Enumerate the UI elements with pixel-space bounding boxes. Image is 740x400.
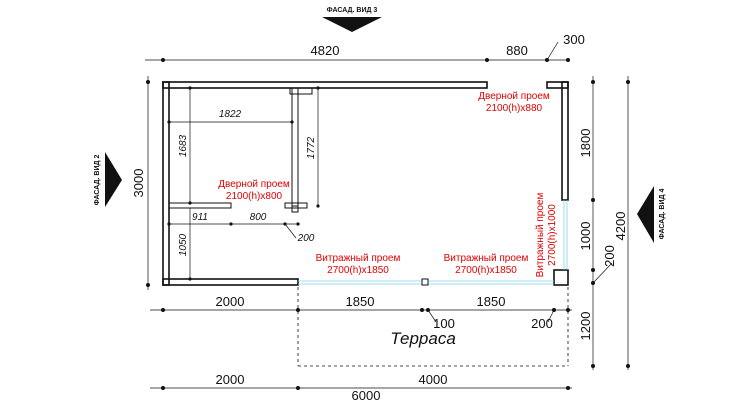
dim-lower-height: 1050 — [178, 233, 189, 256]
door-inner-title: Дверной проем — [218, 179, 290, 190]
window-side-size: 2700(h)x1000 — [547, 204, 558, 266]
window-2-title: Витражный проем — [444, 253, 529, 264]
dim-overall-b: 4000 — [419, 372, 448, 387]
dimension-chain-bottom: 2000 1850 1850 100 200 — [150, 294, 572, 331]
facade-marker-top: ФАСАД. ВИД 3 — [322, 7, 382, 32]
window-1-size: 2700(h)x1850 — [327, 265, 389, 276]
dim-top-door: 880 — [506, 43, 528, 58]
dim-bottom-c: 1850 — [477, 294, 506, 309]
dim-right-total: 4200 — [613, 212, 628, 241]
door-main-title: Дверной проем — [478, 91, 550, 102]
dim-right-upper: 1800 — [578, 129, 593, 158]
dim-overall-total: 6000 — [352, 388, 381, 400]
facade-label-right: ФАСАД. ВИД 4 — [659, 189, 666, 240]
dim-room-height: 1683 — [178, 134, 189, 157]
dim-right-terrace: 1200 — [578, 312, 593, 341]
dim-bottom-a: 2000 — [216, 294, 245, 309]
exterior-walls — [162, 81, 569, 286]
terrace-post — [421, 278, 429, 286]
window-1-title: Витражный проем — [316, 253, 401, 264]
terrace-outline — [297, 287, 569, 367]
window-side-title: Витражный проем — [535, 193, 546, 278]
facade-label-left: ФАСАД. ВИД 2 — [94, 155, 101, 206]
dim-bottom-b: 1850 — [346, 294, 375, 309]
dimension-chain-right: 1800 1000 200 1200 4200 — [578, 76, 630, 370]
dim-lower-a: 911 — [192, 212, 208, 223]
dim-partition-height: 1772 — [306, 136, 317, 159]
dim-bottom-corner: 200 — [531, 316, 553, 331]
interior-dimensions: 1822 1683 1772 911 800 1050 200 — [167, 86, 320, 281]
opening-labels: Дверной проем 2100(h)x880 Дверной проем … — [218, 91, 558, 277]
dim-partition-thk: 200 — [297, 233, 315, 244]
dimension-chain-overall: 2000 4000 6000 — [150, 372, 572, 400]
facade-label-top: ФАСАД. ВИД 3 — [327, 7, 378, 14]
door-inner-size: 2100(h)x800 — [226, 191, 283, 202]
window-2-size: 2700(h)x1850 — [455, 265, 517, 276]
dimension-chain-top: 4820 880 300 — [145, 32, 585, 62]
terrace-label: Терраса — [390, 329, 456, 348]
dim-lower-b: 800 — [250, 212, 267, 223]
dimension-left: 3000 — [131, 76, 150, 290]
facade-marker-left: ФАСАД. ВИД 2 — [94, 152, 122, 207]
dim-overall-a: 2000 — [216, 372, 245, 387]
dim-bottom-post: 100 — [433, 316, 455, 331]
dim-top-corner: 300 — [563, 32, 585, 47]
facade-marker-right: ФАСАД. ВИД 4 — [637, 186, 666, 243]
dim-right-small: 200 — [602, 245, 617, 267]
dim-top-main: 4820 — [311, 43, 340, 58]
door-main-size: 2100(h)x880 — [486, 103, 543, 114]
dim-left-height: 3000 — [131, 169, 146, 198]
dim-room-width: 1822 — [219, 109, 242, 120]
glazing — [298, 200, 568, 286]
dim-right-mid: 1000 — [578, 222, 593, 251]
interior-walls — [168, 87, 313, 213]
